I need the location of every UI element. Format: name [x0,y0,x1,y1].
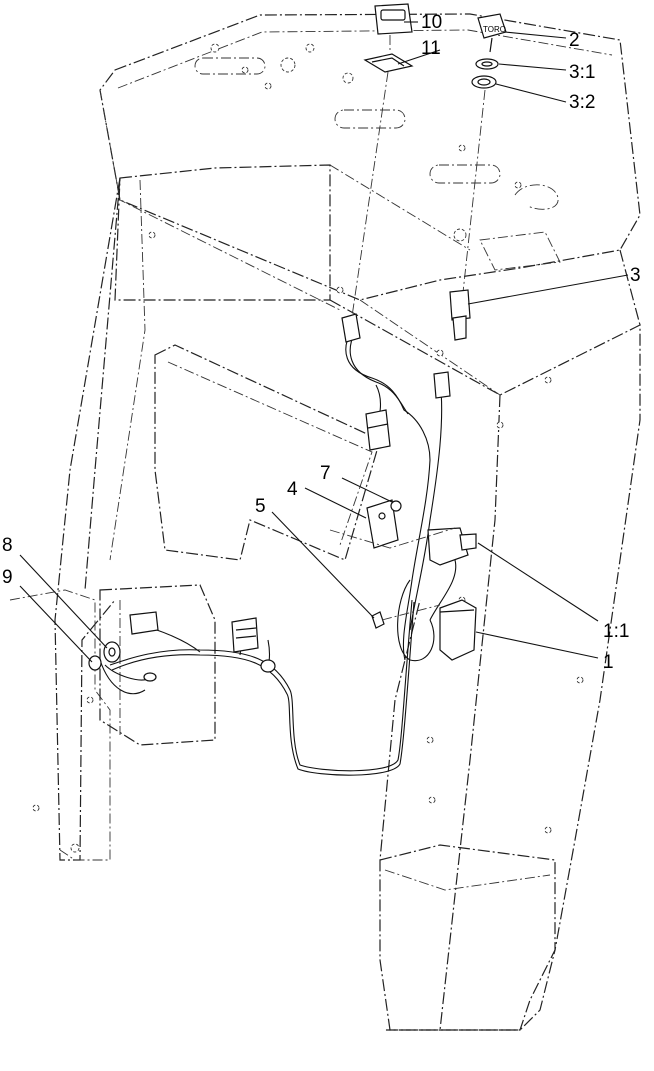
frame-outline [9,13,641,1031]
screw-part-5 [371,604,441,629]
connector-lower-left-b [231,617,259,653]
relay-bracket-part-4 [329,499,456,549]
wiring-harness-part-1 [99,329,457,776]
connector-top-left [341,313,361,343]
accessory-switch-part-10 [374,3,413,35]
nut-part-3-1 [475,58,499,70]
callout-leaders [19,21,629,663]
callout-5: 5 [255,496,266,517]
callout-10: 10 [421,12,442,33]
screw-part-7 [390,500,402,512]
grommet-part-9 [88,655,102,671]
callout-4: 4 [287,479,298,500]
callout-2: 2 [569,30,580,51]
key-badge-text: TORO [483,25,506,34]
callout-9: 9 [2,567,13,588]
callout-3-2: 3:2 [569,92,595,113]
switch-bezel-part-11 [363,53,414,73]
grommet-connector [260,659,276,673]
callout-1-1: 1:1 [603,621,629,642]
ignition-key-part-2: TORO [477,13,507,53]
ring-terminal [143,672,157,682]
callout-7: 7 [320,463,331,484]
connector-mid-left [365,409,391,451]
callout-3-1: 3:1 [569,62,595,83]
connector-lower-left-a [129,611,159,635]
main-connector-part-1 [439,599,477,661]
callout-1: 1 [603,652,614,673]
callout-8: 8 [2,535,13,556]
connector-top-right [433,371,451,399]
relay-connector-part-1-1 [427,527,477,566]
washer-part-3-2 [471,75,497,89]
callout-3: 3 [630,265,641,286]
ignition-switch-part-3 [449,289,471,341]
callout-11: 11 [421,38,441,59]
bushing-part-8 [103,641,121,663]
